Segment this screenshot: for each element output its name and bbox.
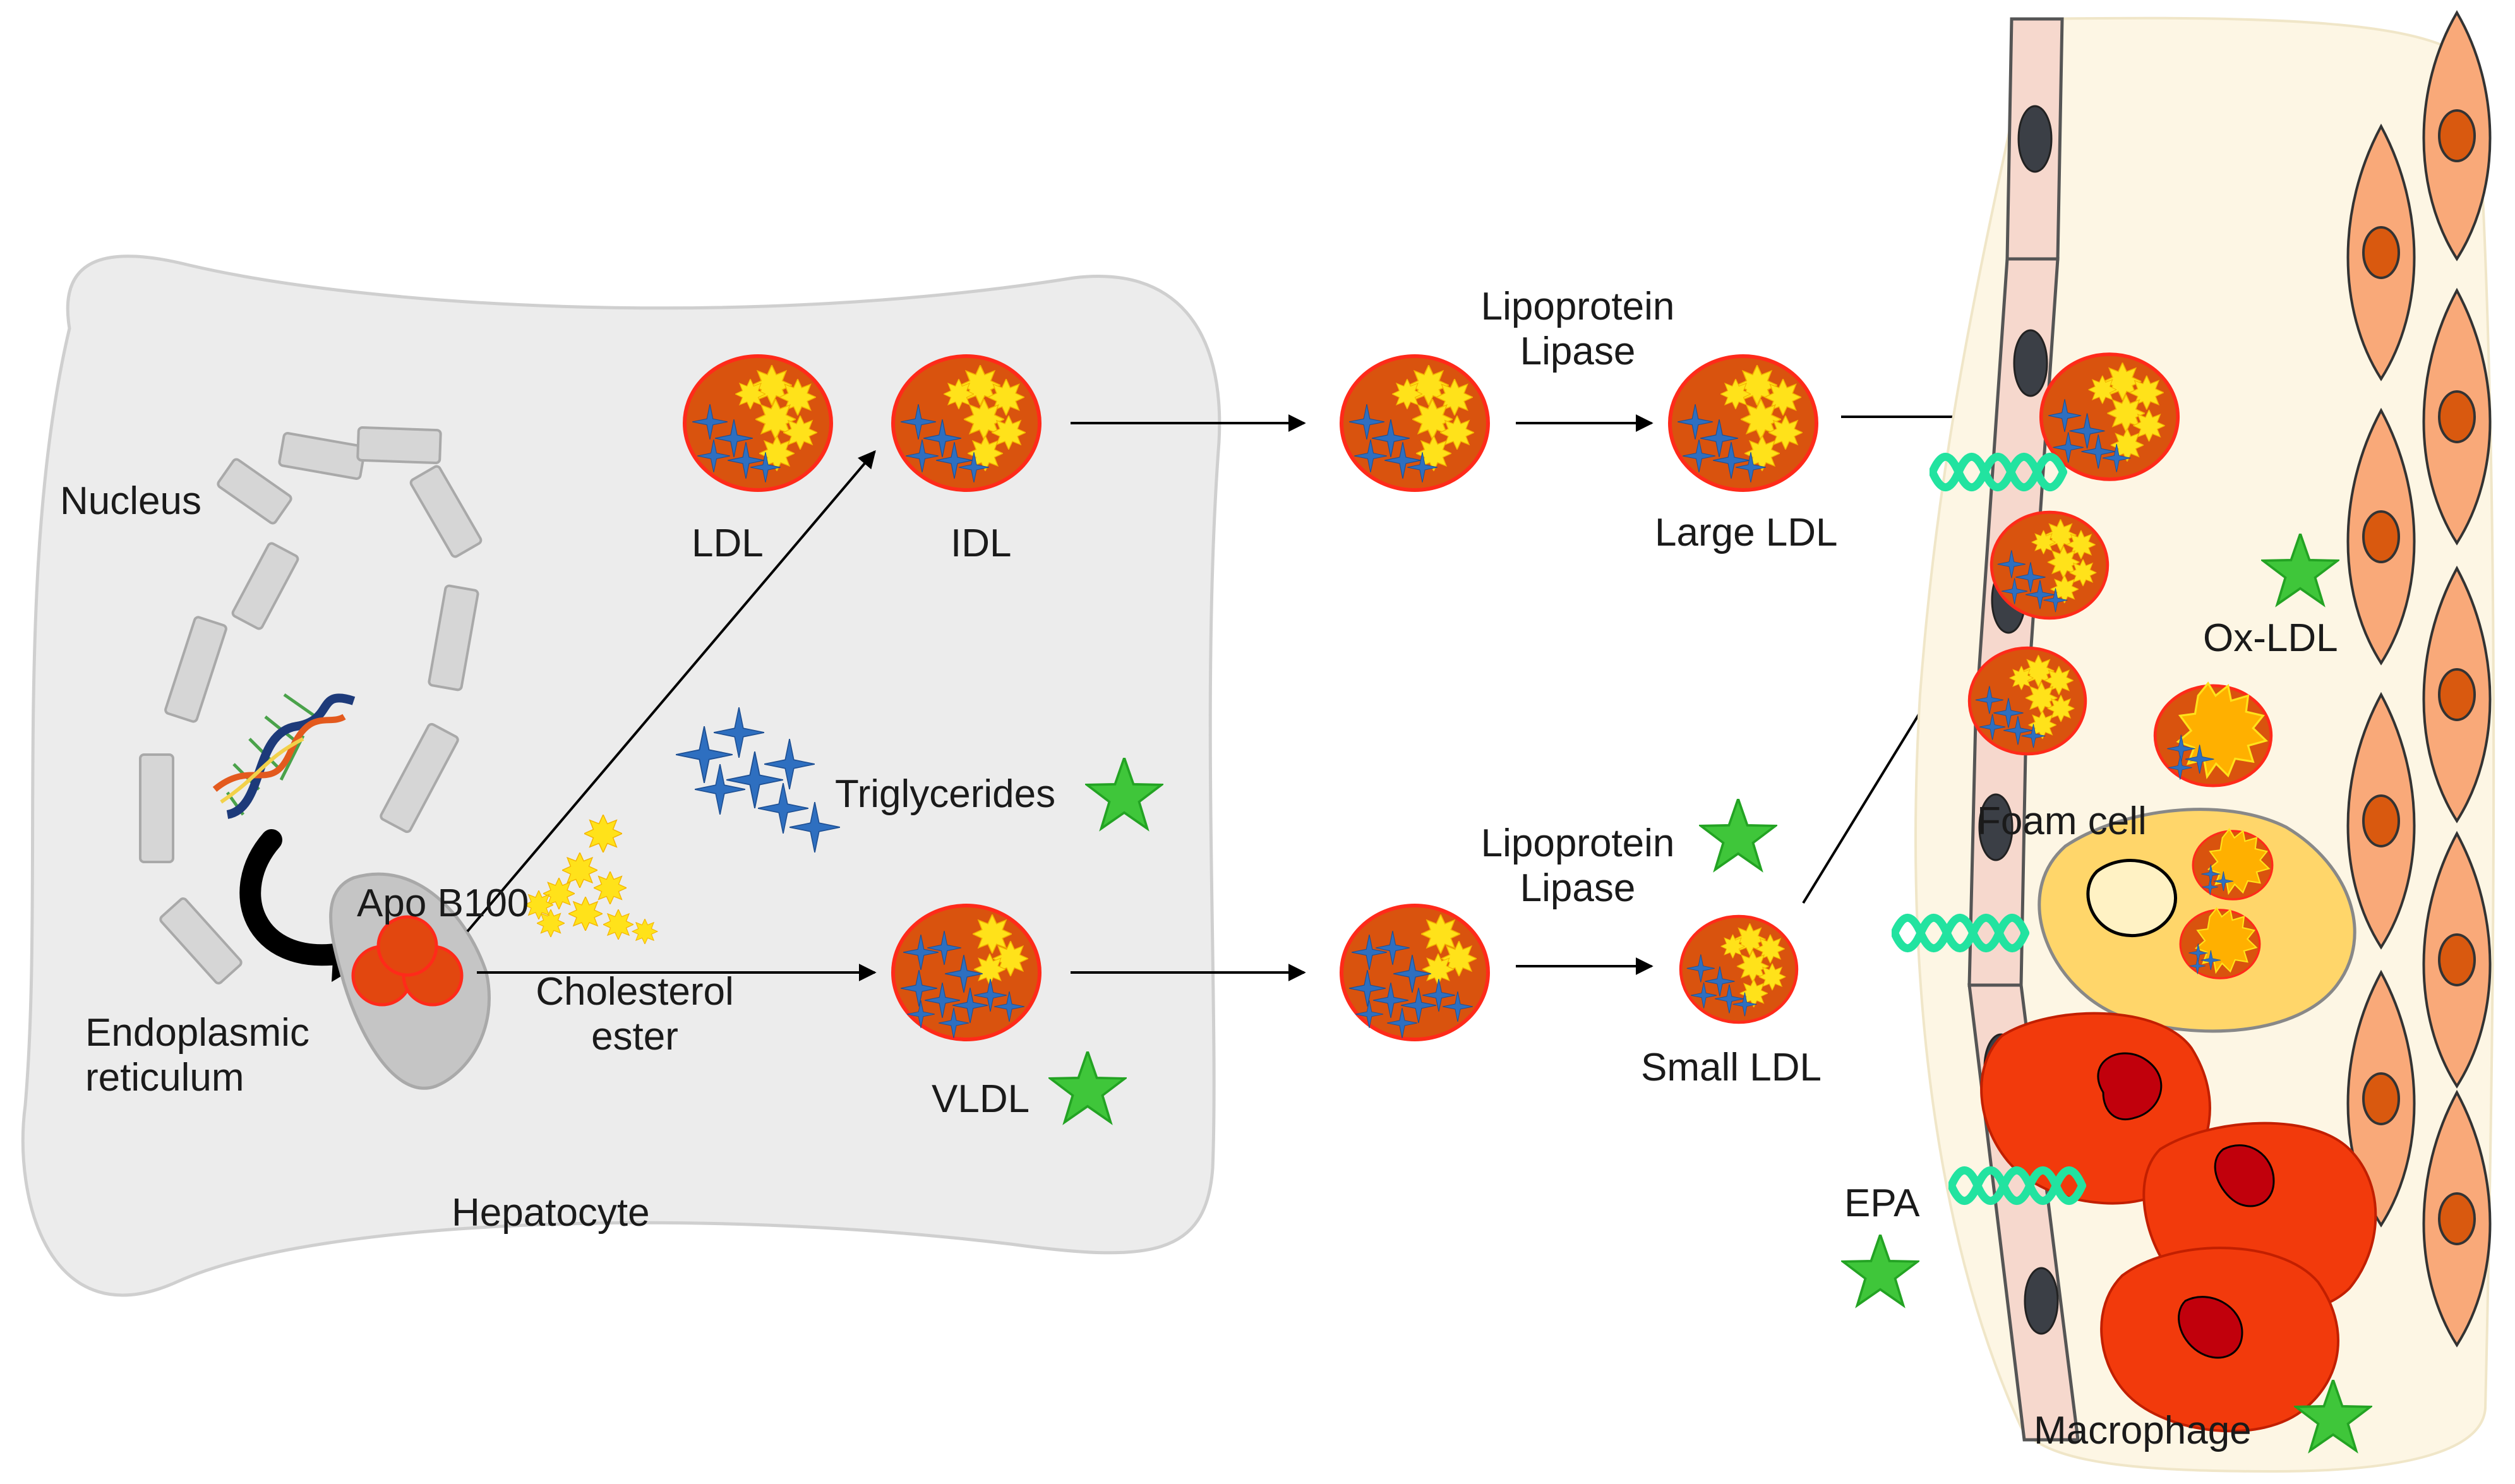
foam-cell-lipid-droplet-icon-2 bbox=[2180, 908, 2260, 978]
nucleus-label: Nucleus bbox=[60, 479, 201, 523]
foam-cell-label: Foam cell bbox=[1977, 799, 2147, 843]
macrophage-label: Macrophage bbox=[2034, 1409, 2252, 1452]
lipoprotein-lipase-bottom-label: Lipoprotein Lipase bbox=[1480, 822, 1675, 911]
foam-cell-lipid-droplet-icon bbox=[2193, 829, 2272, 899]
vldl-plasma-particle-icon bbox=[1342, 906, 1488, 1039]
ldl-particle-icon bbox=[685, 356, 831, 490]
transcription-arrow bbox=[239, 829, 352, 966]
hepatocyte-label: Hepatocyte bbox=[452, 1191, 650, 1235]
idl-label: IDL bbox=[951, 522, 1012, 565]
apo-b100-cluster bbox=[351, 915, 464, 1007]
cholesterol-ester-label: Cholesterol ester bbox=[536, 970, 734, 1059]
small-ldl-particle-icon bbox=[1681, 916, 1797, 1022]
hepatocyte-cell bbox=[21, 254, 1221, 1297]
retained-ldl-particle-icon-2 bbox=[1969, 648, 2086, 754]
smooth-muscle-cells bbox=[2346, 10, 2492, 1348]
lipoprotein-lipase-top-label: Lipoprotein Lipase bbox=[1480, 285, 1675, 374]
nuclear-envelope bbox=[139, 426, 483, 984]
large-ldl-label: Large LDL bbox=[1655, 511, 1838, 554]
macrophages bbox=[1980, 1012, 2377, 1433]
foam-cell-nucleus bbox=[2086, 859, 2178, 937]
dna-icon bbox=[212, 693, 356, 819]
idl-particle-icon bbox=[893, 356, 1040, 490]
idl-plasma-particle-icon bbox=[1342, 356, 1488, 490]
epa-label: EPA bbox=[1844, 1182, 1920, 1225]
small-ldl-label: Small LDL bbox=[1641, 1046, 1822, 1089]
vldl-label: VLDL bbox=[932, 1077, 1030, 1121]
ox-ldl-particle-icon bbox=[2155, 683, 2271, 786]
ldl-label: LDL bbox=[692, 522, 764, 565]
intimal-ldl-particle-icon bbox=[2041, 354, 2178, 479]
retained-ldl-particle-icon bbox=[1991, 512, 2108, 618]
endoplasmic-reticulum-label: Endoplasmic reticulum bbox=[85, 1011, 309, 1100]
triglycerides-label: Triglycerides bbox=[835, 772, 1056, 816]
ox-ldl-label: Ox-LDL bbox=[2203, 616, 2338, 660]
vldl-particle-icon bbox=[893, 906, 1040, 1039]
large-ldl-particle-icon bbox=[1670, 356, 1816, 490]
apo-b100-label: Apo B100 bbox=[357, 882, 529, 925]
